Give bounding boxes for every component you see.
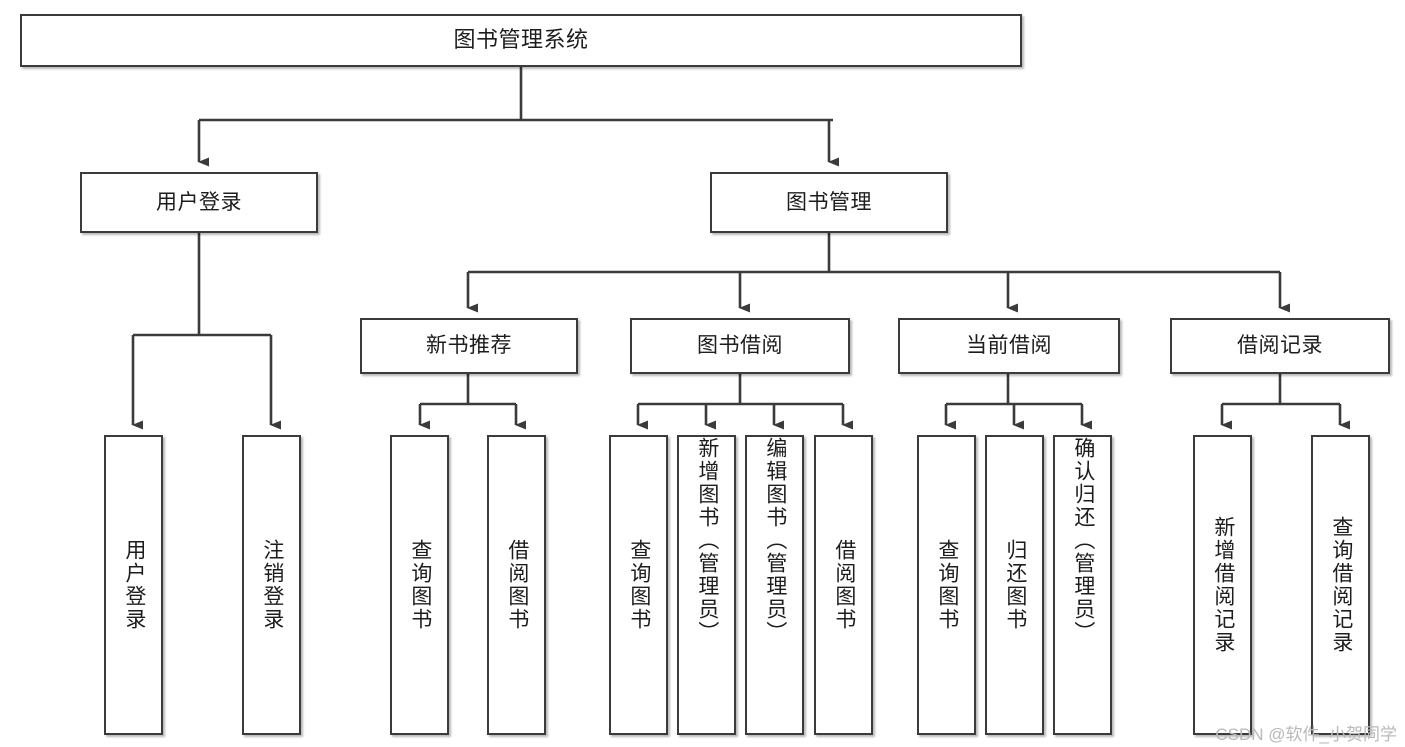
node-label: 新书推荐 bbox=[426, 334, 512, 358]
node-root-system[interactable]: 图书管理系统 bbox=[20, 14, 1022, 67]
node-borrow-record[interactable]: 借阅记录 bbox=[1170, 318, 1390, 374]
node-label: 图书管理系统 bbox=[453, 27, 589, 53]
node-label: 图书借阅 bbox=[697, 334, 783, 358]
node-book-management[interactable]: 图书管理 bbox=[710, 172, 948, 233]
node-label: 注销登录 bbox=[260, 539, 284, 631]
node-label: 用户登录 bbox=[122, 539, 146, 631]
node-current-borrow[interactable]: 当前借阅 bbox=[898, 318, 1120, 374]
leaf-borrow-book-recommend[interactable]: 借阅图书 bbox=[487, 435, 546, 735]
node-label: 借阅记录 bbox=[1237, 334, 1323, 358]
node-book-borrow[interactable]: 图书借阅 bbox=[630, 318, 850, 374]
leaf-query-borrow-record[interactable]: 查询借阅记录 bbox=[1311, 435, 1370, 735]
node-label: 查询图书 bbox=[627, 539, 651, 631]
node-user-login[interactable]: 用户登录 bbox=[80, 172, 318, 233]
leaf-query-book-borrow[interactable]: 查询图书 bbox=[609, 435, 668, 735]
node-label: 查询图书 bbox=[408, 539, 432, 631]
node-label: 归还图书 bbox=[1003, 539, 1027, 631]
node-label: 确认归还（管理员） bbox=[1071, 437, 1095, 644]
node-label: 当前借阅 bbox=[966, 334, 1052, 358]
node-new-book-recommend[interactable]: 新书推荐 bbox=[360, 318, 578, 374]
node-label: 借阅图书 bbox=[505, 539, 529, 631]
leaf-confirm-return-admin[interactable]: 确认归还（管理员） bbox=[1053, 435, 1112, 735]
leaf-logout[interactable]: 注销登录 bbox=[242, 435, 301, 735]
leaf-add-borrow-record[interactable]: 新增借阅记录 bbox=[1193, 435, 1252, 735]
leaf-query-book-current[interactable]: 查询图书 bbox=[917, 435, 976, 735]
leaf-edit-book-admin[interactable]: 编辑图书（管理员） bbox=[745, 435, 804, 735]
leaf-return-book[interactable]: 归还图书 bbox=[985, 435, 1044, 735]
node-label: 查询借阅记录 bbox=[1329, 516, 1353, 654]
node-label: 图书管理 bbox=[786, 190, 872, 214]
node-label: 新增借阅记录 bbox=[1211, 516, 1235, 654]
node-label: 新增图书（管理员） bbox=[695, 437, 719, 644]
node-label: 编辑图书（管理员） bbox=[763, 437, 787, 644]
node-label: 查询图书 bbox=[935, 539, 959, 631]
node-label: 借阅图书 bbox=[832, 539, 856, 631]
leaf-query-book-recommend[interactable]: 查询图书 bbox=[390, 435, 449, 735]
leaf-add-book-admin[interactable]: 新增图书（管理员） bbox=[677, 435, 736, 735]
leaf-user-login[interactable]: 用户登录 bbox=[104, 435, 163, 735]
leaf-borrow-book[interactable]: 借阅图书 bbox=[814, 435, 873, 735]
watermark: CSDN @软件_小贺同学 bbox=[1215, 725, 1397, 744]
node-label: 用户登录 bbox=[156, 190, 242, 214]
